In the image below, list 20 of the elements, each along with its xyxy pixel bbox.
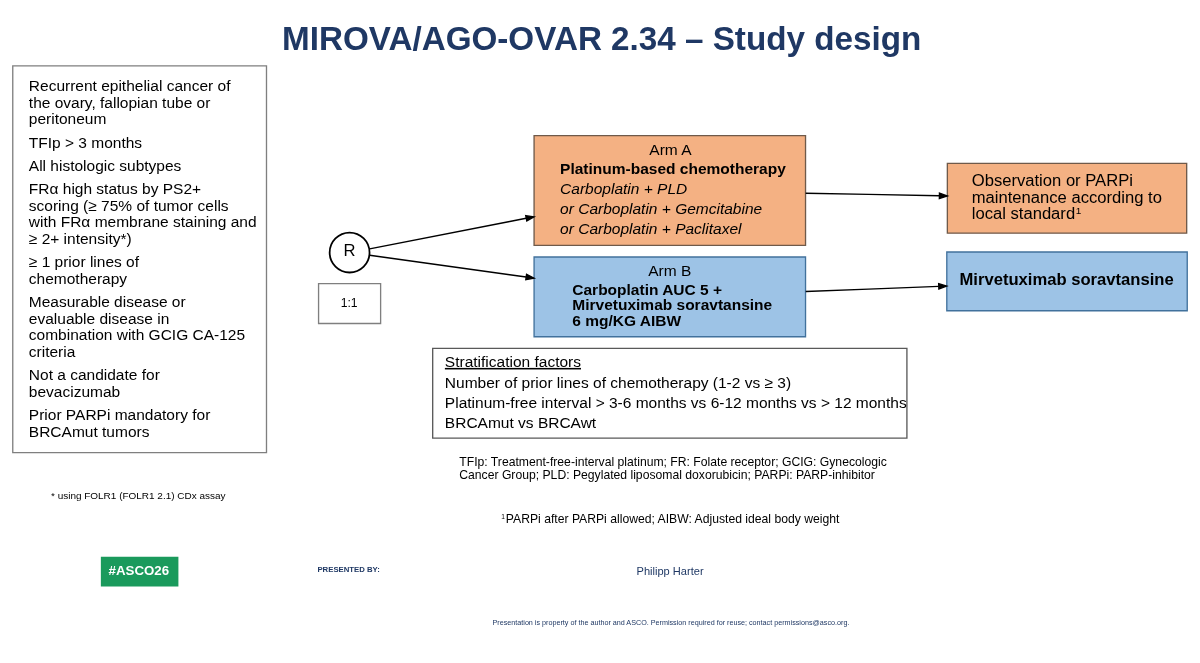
node-box: Stratification factors Number of prior lines of chemotherapy (1-2 vs ≥ 3) Platinum-free interval > 3-6 months vs 6-12 months vs > 12 months BRCAmut vs BRCAwt <box>432 347 908 439</box>
node-box: Arm B Carboplatin AUC 5 + Mirvetuximab soravtansine 6 mg/KG AIBW <box>533 256 807 338</box>
node-box: Mirvetuximab soravtansine <box>946 251 1188 312</box>
arrow <box>368 254 537 281</box>
diagram-title: MIROVA/AGO-OVAR 2.34 – Study design <box>282 20 922 58</box>
node-box: Recurrent epithelial cancer of the ovary, fallopian tube or peritoneum TFIp > 3 months All histologic subtypes FRα high status by PS2+ scoring (≥ 75% of tumor cells with FRα membrane staining and ≥ 2+ intensity*) ≥ 1 prior lines of chemotherapy Measurable disease or evaluable disease in combination with GCIG CA-125 criteria Not a candidate for bevacizumab Prior PARPi mandatory for BRCAmut tumors <box>12 65 268 454</box>
label: Philipp Harter <box>636 564 704 577</box>
label: TFIp: Treatment-free-interval platinum; FR: Folate receptor; GCIG: Gynecologic Cancer Group; PLD: Pegylated liposomal doxorubicin; PARPi: PARP-inhibitor <box>459 455 887 483</box>
arrow <box>805 282 949 293</box>
label: * using FOLR1 (FOLR1 2.1) CDx assay <box>50 489 226 501</box>
node-box: 1:1 <box>317 282 382 325</box>
node-circle: R <box>328 231 371 274</box>
label: $^{1}$PARPi after PARPi allowed; AIBW: Adjusted ideal body weight <box>501 511 840 526</box>
arrow <box>368 214 537 250</box>
label: #ASCO26 <box>108 562 170 578</box>
node-box: Arm A Platinum-based chemotherapy Carboplatin + PLD or Carboplatin + Gemcitabine or Carboplatin + Paclitaxel <box>533 135 807 246</box>
node-box: Observation or PARPi maintenance according to local standard$^{1}$ <box>946 162 1188 234</box>
arrow <box>805 192 950 200</box>
label: PRESENTED BY: <box>317 565 380 575</box>
label: Presentation is property of the author and ASCO. Permission required for reuse; contact permissions@asco.org. <box>492 618 850 628</box>
